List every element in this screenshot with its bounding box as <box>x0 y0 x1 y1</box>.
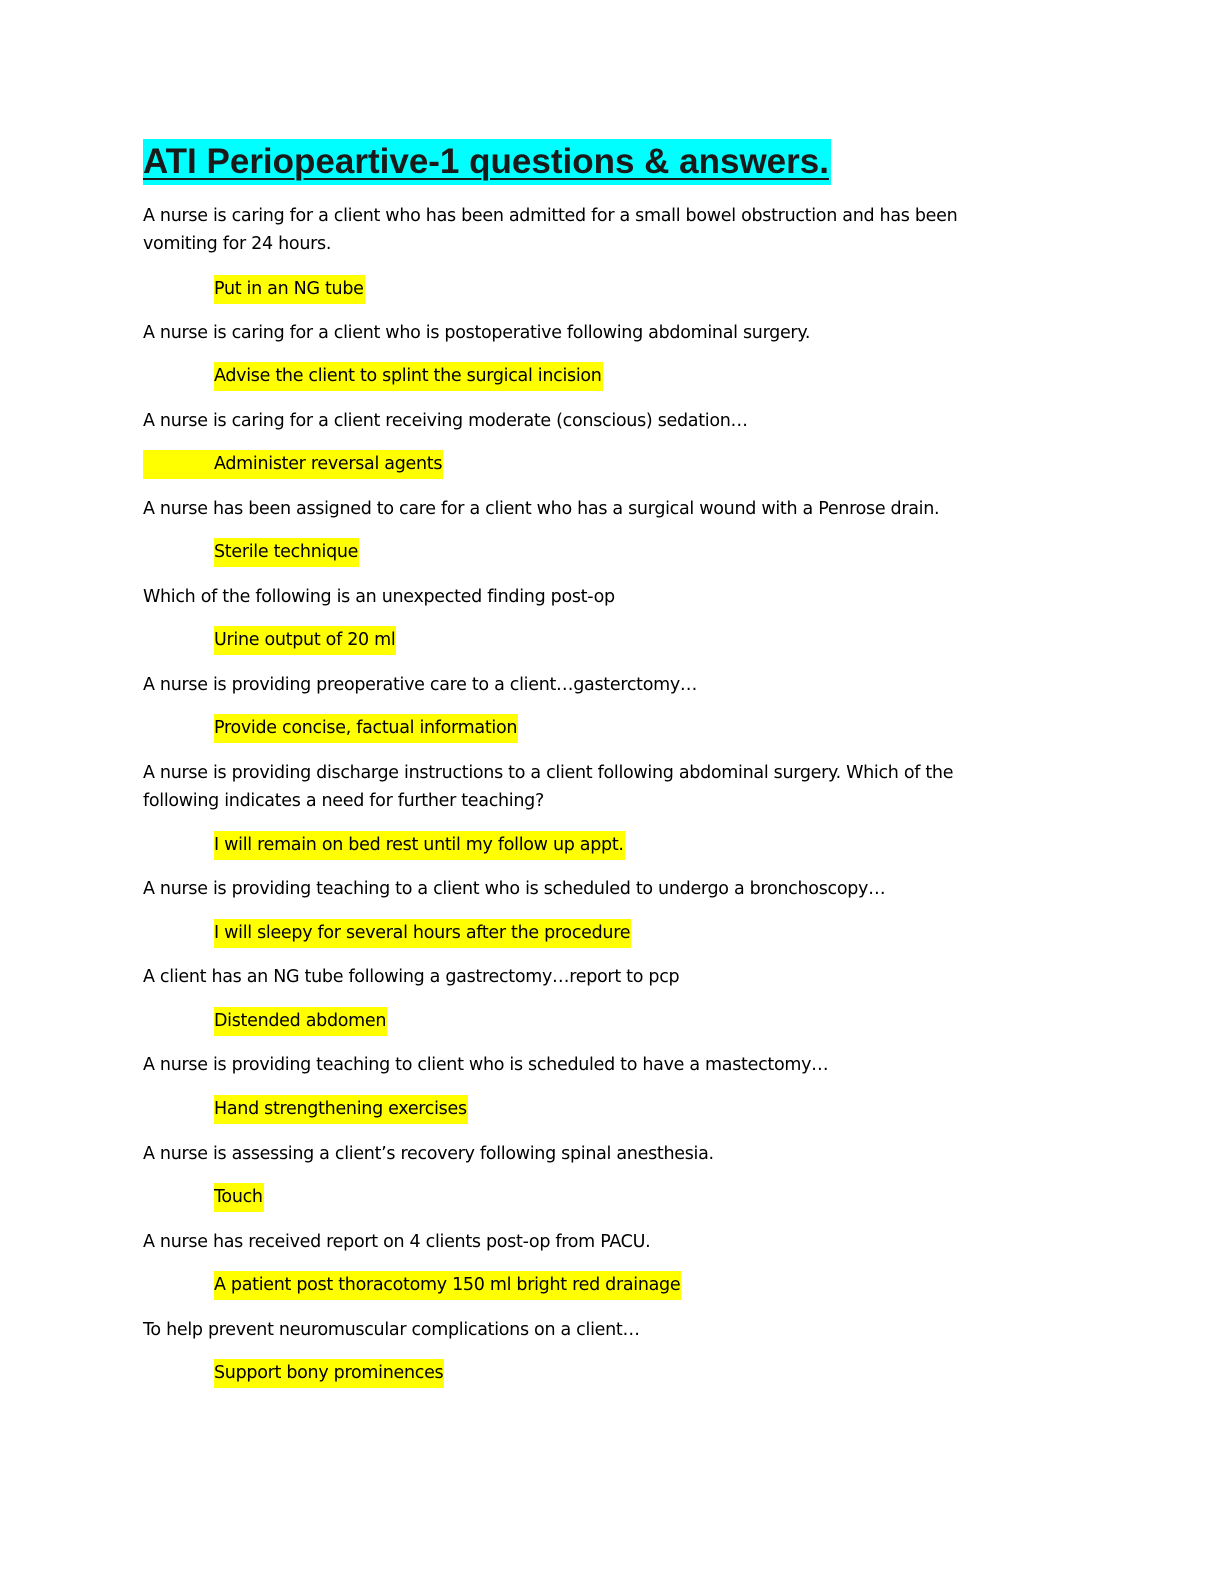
answer-line: Hand strengthening exercises <box>143 1095 1013 1124</box>
answer-line: A patient post thoracotomy 150 ml bright… <box>143 1271 1013 1300</box>
answer-text: Sterile technique <box>214 538 360 567</box>
answer-text: Advise the client to splint the surgical… <box>214 362 603 391</box>
qa-item: A nurse is caring for a client who has b… <box>143 202 1013 304</box>
qa-item: To help prevent neuromuscular complicati… <box>143 1316 1013 1388</box>
document-title-line: ATI Periopeartive-1 questions & answers. <box>143 138 1013 186</box>
qa-item: A nurse is providing discharge instructi… <box>143 759 1013 860</box>
answer-line: Distended abdomen <box>143 1007 1013 1036</box>
qa-item: A nurse is providing teaching to client … <box>143 1051 1013 1124</box>
question-text: A client has an NG tube following a gast… <box>143 967 680 987</box>
answer-text: Put in an NG tube <box>214 275 365 304</box>
qa-item: A nurse is caring for a client receiving… <box>143 407 1013 479</box>
qa-item: Which of the following is an unexpected … <box>143 583 1013 655</box>
qa-item: A nurse is providing teaching to a clien… <box>143 875 1013 948</box>
qa-item: A nurse has been assigned to care for a … <box>143 495 1013 567</box>
answer-line: Put in an NG tube <box>143 275 1013 304</box>
qa-item: A nurse has received report on 4 clients… <box>143 1228 1013 1300</box>
answer-text: A patient post thoracotomy 150 ml bright… <box>214 1271 682 1300</box>
question-text: A nurse has received report on 4 clients… <box>143 1232 651 1252</box>
answer-text: I will sleepy for several hours after th… <box>214 919 632 948</box>
answer-text: I will remain on bed rest until my follo… <box>214 831 625 860</box>
answer-text: Provide concise, factual information <box>214 714 519 743</box>
answer-line: Urine output of 20 ml <box>143 626 1013 655</box>
question-text: A nurse is caring for a client who is po… <box>143 323 811 343</box>
answer-line: Administer reversal agents <box>143 450 1013 479</box>
answer-text: Administer reversal agents <box>214 450 444 479</box>
document-title: ATI Periopeartive-1 questions & answers. <box>143 139 831 185</box>
document-page: ATI Periopeartive-1 questions & answers.… <box>143 138 1013 1388</box>
question-text: To help prevent neuromuscular complicati… <box>143 1320 640 1340</box>
question-text: A nurse is providing discharge instructi… <box>143 763 954 811</box>
question-text: A nurse has been assigned to care for a … <box>143 499 940 519</box>
qa-item: A client has an NG tube following a gast… <box>143 963 1013 1036</box>
qa-item: A nurse is providing preoperative care t… <box>143 671 1013 743</box>
qa-item: A nurse is assessing a client’s recovery… <box>143 1140 1013 1212</box>
question-text: Which of the following is an unexpected … <box>143 587 615 607</box>
answer-line: Support bony prominences <box>143 1359 1013 1388</box>
question-text: A nurse is assessing a client’s recovery… <box>143 1144 714 1164</box>
answer-text: Touch <box>214 1183 264 1212</box>
qa-list: A nurse is caring for a client who has b… <box>143 202 1013 1388</box>
answer-text: Hand strengthening exercises <box>214 1095 468 1124</box>
question-text: A nurse is providing teaching to client … <box>143 1055 829 1075</box>
answer-text: Distended abdomen <box>214 1007 388 1036</box>
question-text: A nurse is providing teaching to a clien… <box>143 879 886 899</box>
answer-line: I will sleepy for several hours after th… <box>143 919 1013 948</box>
answer-line: Touch <box>143 1183 1013 1212</box>
qa-item: A nurse is caring for a client who is po… <box>143 319 1013 391</box>
question-text: A nurse is caring for a client receiving… <box>143 411 748 431</box>
answer-line: Sterile technique <box>143 538 1013 567</box>
answer-line: Advise the client to splint the surgical… <box>143 362 1013 391</box>
question-text: A nurse is providing preoperative care t… <box>143 675 698 695</box>
answer-line: I will remain on bed rest until my follo… <box>143 831 1013 860</box>
answer-text: Urine output of 20 ml <box>214 626 397 655</box>
question-text: A nurse is caring for a client who has b… <box>143 206 958 254</box>
answer-line: Provide concise, factual information <box>143 714 1013 743</box>
answer-text: Support bony prominences <box>214 1359 445 1388</box>
